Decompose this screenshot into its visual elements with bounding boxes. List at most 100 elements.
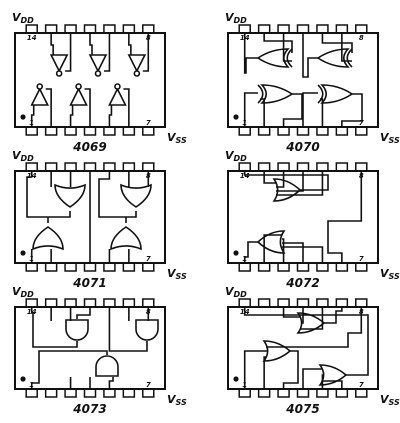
bottom-pin [64,126,77,136]
xor-gate-extra-arc [317,84,324,104]
top-pin [296,24,310,34]
top-pin [316,162,329,172]
wire [108,377,114,389]
vss-label: VSS [380,393,400,407]
inverter-bubble [36,83,44,90]
bottom-pin [355,126,368,136]
and3-gate [135,319,159,341]
vss-subscript: SS [389,398,400,407]
top-pin [355,298,368,308]
wire [276,171,285,188]
wire [142,33,150,72]
bottom-pin [355,388,368,398]
top-pin [238,162,251,172]
inverter-bubble [114,83,121,90]
inverter-gate [127,54,147,77]
top-pin [142,24,155,34]
wire [282,93,303,127]
wire [69,103,74,127]
top-pin [25,24,38,34]
chip-part-number: 4070 [285,140,319,154]
top-pin [316,24,329,34]
wire [302,92,318,127]
inverter-gate [108,83,127,106]
bottom-pin [316,126,329,136]
top-pin [142,162,155,172]
vss-label: VSS [167,267,187,281]
wire [243,171,329,191]
bottom-pin [103,126,116,136]
xor-gate-extra-arc [257,84,264,104]
inverter-triangle [69,87,88,106]
bottom-pin [296,262,310,272]
vdd-label: VDD [225,11,247,25]
pin-number-7: 7 [146,119,151,127]
wire [276,171,304,192]
and3-gate [95,355,119,377]
bottom-pin [238,126,251,136]
wire [76,307,91,319]
bottom-pin [83,126,97,136]
bottom-pin [335,388,349,398]
top-pin [238,298,251,308]
or-gate-body [110,226,142,251]
or-gate [32,226,64,251]
vdd-subscript: DD [234,154,248,163]
pin1-marker-dot [20,114,26,120]
vdd-subscript: DD [234,16,248,25]
chip-part-number: 4073 [72,402,106,416]
top-pin [316,298,329,308]
wire [341,33,352,62]
inverter-bubble [75,83,82,90]
inverter-bubble [133,70,141,77]
wire [341,93,363,127]
top-pin [335,298,349,308]
and-gate-body [135,319,159,341]
bottom-pin [44,388,58,398]
inverter-gate [49,54,69,77]
bottom-pin [25,126,38,136]
inverter-triangle [49,54,69,73]
top-pin [335,162,349,172]
top-pin [44,24,58,34]
bottom-pin [44,262,58,272]
bottom-pin [103,262,116,272]
inverter-gate [69,83,88,106]
bottom-pin [355,262,368,272]
vss-subscript: SS [176,136,187,145]
wire [321,33,353,53]
wire [30,103,35,127]
bottom-pin [25,388,38,398]
top-pin [257,298,271,308]
xor-gate [316,48,353,68]
pin1-marker-dot [233,114,239,120]
wire [302,33,318,78]
wire [30,307,78,348]
vss-label: VSS [380,131,400,145]
top-pin [355,24,368,34]
vdd-label: VDD [225,285,247,299]
wire [320,98,324,127]
and-gate-body [95,355,119,377]
wire [282,350,299,389]
bottom-pin [316,262,329,272]
top-pin [64,24,77,34]
wire [263,33,293,53]
wire [108,103,113,127]
wire [260,98,265,127]
wire [276,171,324,196]
xor-gate-body [316,48,350,68]
bottom-pin [64,388,77,398]
bottom-pin [25,262,38,272]
top-pin [257,162,271,172]
wire [243,33,258,74]
top-pin [83,298,97,308]
top-pin [296,298,310,308]
pin-number-7: 7 [359,255,364,263]
or-gate-body [120,183,152,208]
pin-number-14: 14 [27,34,37,42]
